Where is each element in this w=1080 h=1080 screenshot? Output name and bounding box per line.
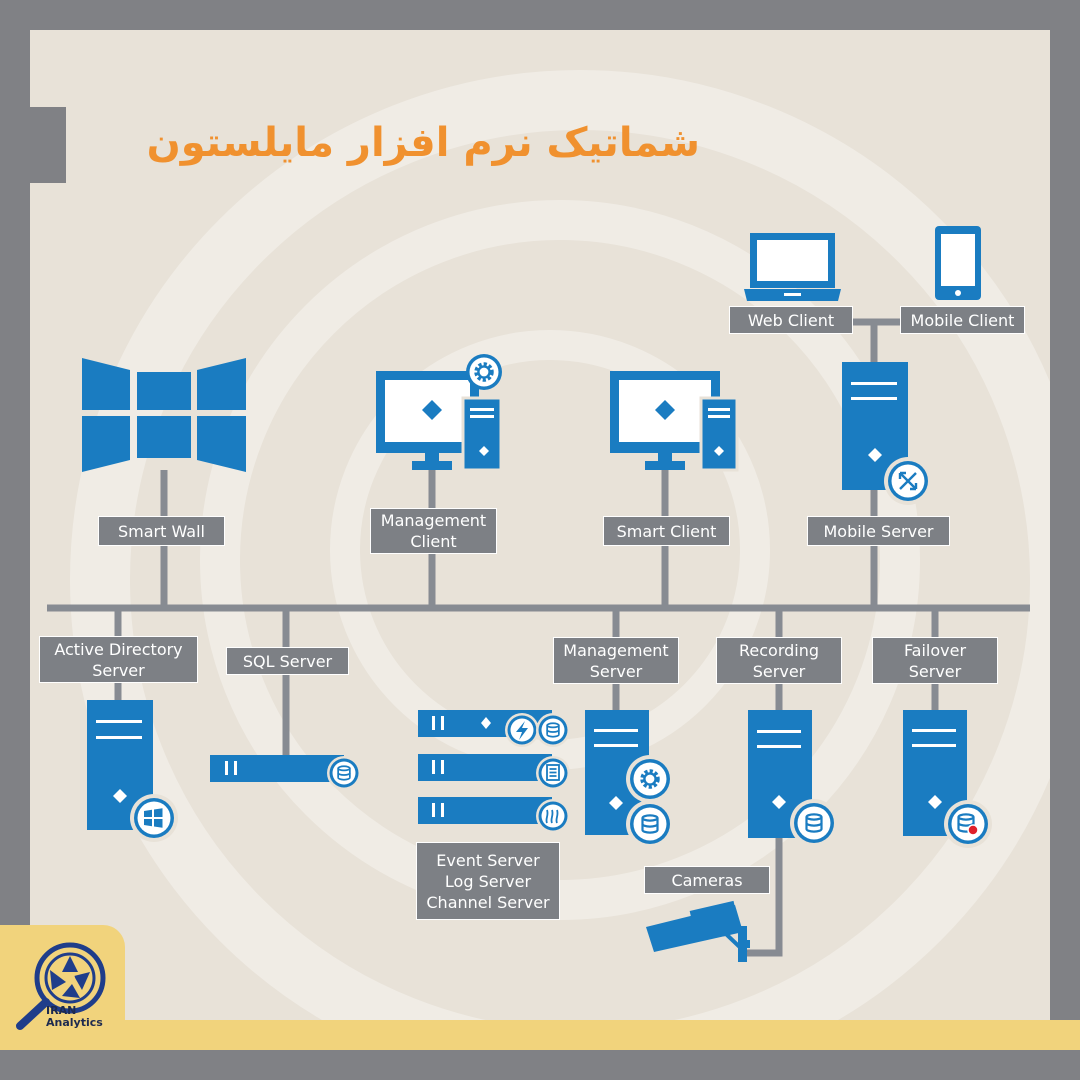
link-cameras (740, 830, 783, 957)
smartphone-icon (935, 226, 981, 300)
bottom-accent-bar (30, 1020, 1080, 1050)
label-active-directory-server: Active Directory Server (39, 636, 198, 683)
server-tower-icon (585, 710, 674, 848)
windows-video-wall-icon (82, 358, 246, 472)
label-web-client: Web Client (729, 306, 853, 334)
label-recording-server: Recording Server (716, 637, 842, 684)
monitor-gear-icon (376, 354, 503, 472)
monitor-workstation-icon (610, 371, 739, 472)
event-server-rack-icon (418, 710, 570, 747)
arrows-cross-icon (898, 471, 918, 491)
label-failover-server: Failover Server (872, 637, 998, 684)
label-mobile-client: Mobile Client (900, 306, 1025, 334)
brand-name-line2: Analytics (46, 1016, 103, 1029)
label-mobile-server: Mobile Server (807, 516, 950, 546)
label-smart-client: Smart Client (603, 516, 730, 546)
wave-icon (545, 809, 559, 824)
server-tower-icon (842, 362, 932, 505)
label-event-log-channel-server: Event Server Log Server Channel Server (416, 842, 560, 920)
security-camera-icon (646, 900, 750, 962)
laptop-icon (744, 233, 841, 301)
label-smart-wall: Smart Wall (98, 516, 225, 546)
label-management-client: Management Client (370, 508, 497, 554)
document-icon (546, 764, 560, 781)
server-tower-icon (903, 710, 992, 848)
title-tab (30, 107, 66, 183)
log-server-rack-icon (418, 754, 570, 790)
brand-name-line1: IRAN (46, 1004, 77, 1017)
label-management-server: Management Server (553, 637, 679, 684)
label-cameras: Cameras (644, 866, 770, 894)
label-sql-server: SQL Server (226, 647, 349, 675)
lightning-icon (516, 721, 528, 740)
camera-lens-logo-icon (16, 942, 106, 1030)
channel-server-rack-icon (418, 797, 570, 833)
brand-name: IRAN Analytics (46, 1005, 126, 1029)
page-title: شماتیک نرم افزار مایلستون (146, 120, 700, 166)
server-tower-icon (748, 710, 838, 847)
server-tower-icon (87, 700, 178, 842)
database-rack-icon (210, 755, 361, 790)
